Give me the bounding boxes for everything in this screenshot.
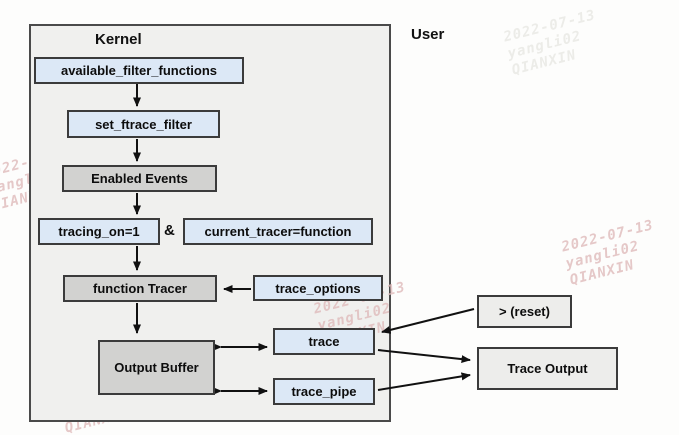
arrow-tracepipe-to-output bbox=[377, 372, 471, 391]
node-tracing-on: tracing_on=1 bbox=[38, 218, 160, 245]
ampersand-label: & bbox=[164, 222, 175, 239]
node-output-buffer: Output Buffer bbox=[98, 340, 215, 395]
node-trace-output: Trace Output bbox=[477, 347, 618, 390]
arrow-reset-to-trace bbox=[381, 308, 475, 334]
node-current-tracer: current_tracer=function bbox=[183, 218, 373, 245]
watermark: 2022-07-13 yangli02 QIANXIN bbox=[502, 7, 598, 79]
watermark: 2022-07-13 yangli02 QIANXIN bbox=[0, 0, 42, 9]
node-set-ftrace-filter: set_ftrace_filter bbox=[67, 110, 220, 138]
user-label: User bbox=[411, 26, 445, 43]
arrow-trace-to-output bbox=[377, 349, 471, 364]
node-reset: > (reset) bbox=[477, 295, 572, 328]
node-trace-options: trace_options bbox=[253, 275, 383, 301]
node-trace-pipe: trace_pipe bbox=[273, 378, 375, 405]
node-trace: trace bbox=[273, 328, 375, 355]
node-available-filter-functions: available_filter_functions bbox=[34, 57, 244, 84]
watermark: 2022-07-13 yangli02 QIANXIN bbox=[560, 217, 656, 289]
node-function-tracer: function Tracer bbox=[63, 275, 217, 302]
kernel-label: Kernel bbox=[95, 31, 142, 48]
node-enabled-events: Enabled Events bbox=[62, 165, 217, 192]
